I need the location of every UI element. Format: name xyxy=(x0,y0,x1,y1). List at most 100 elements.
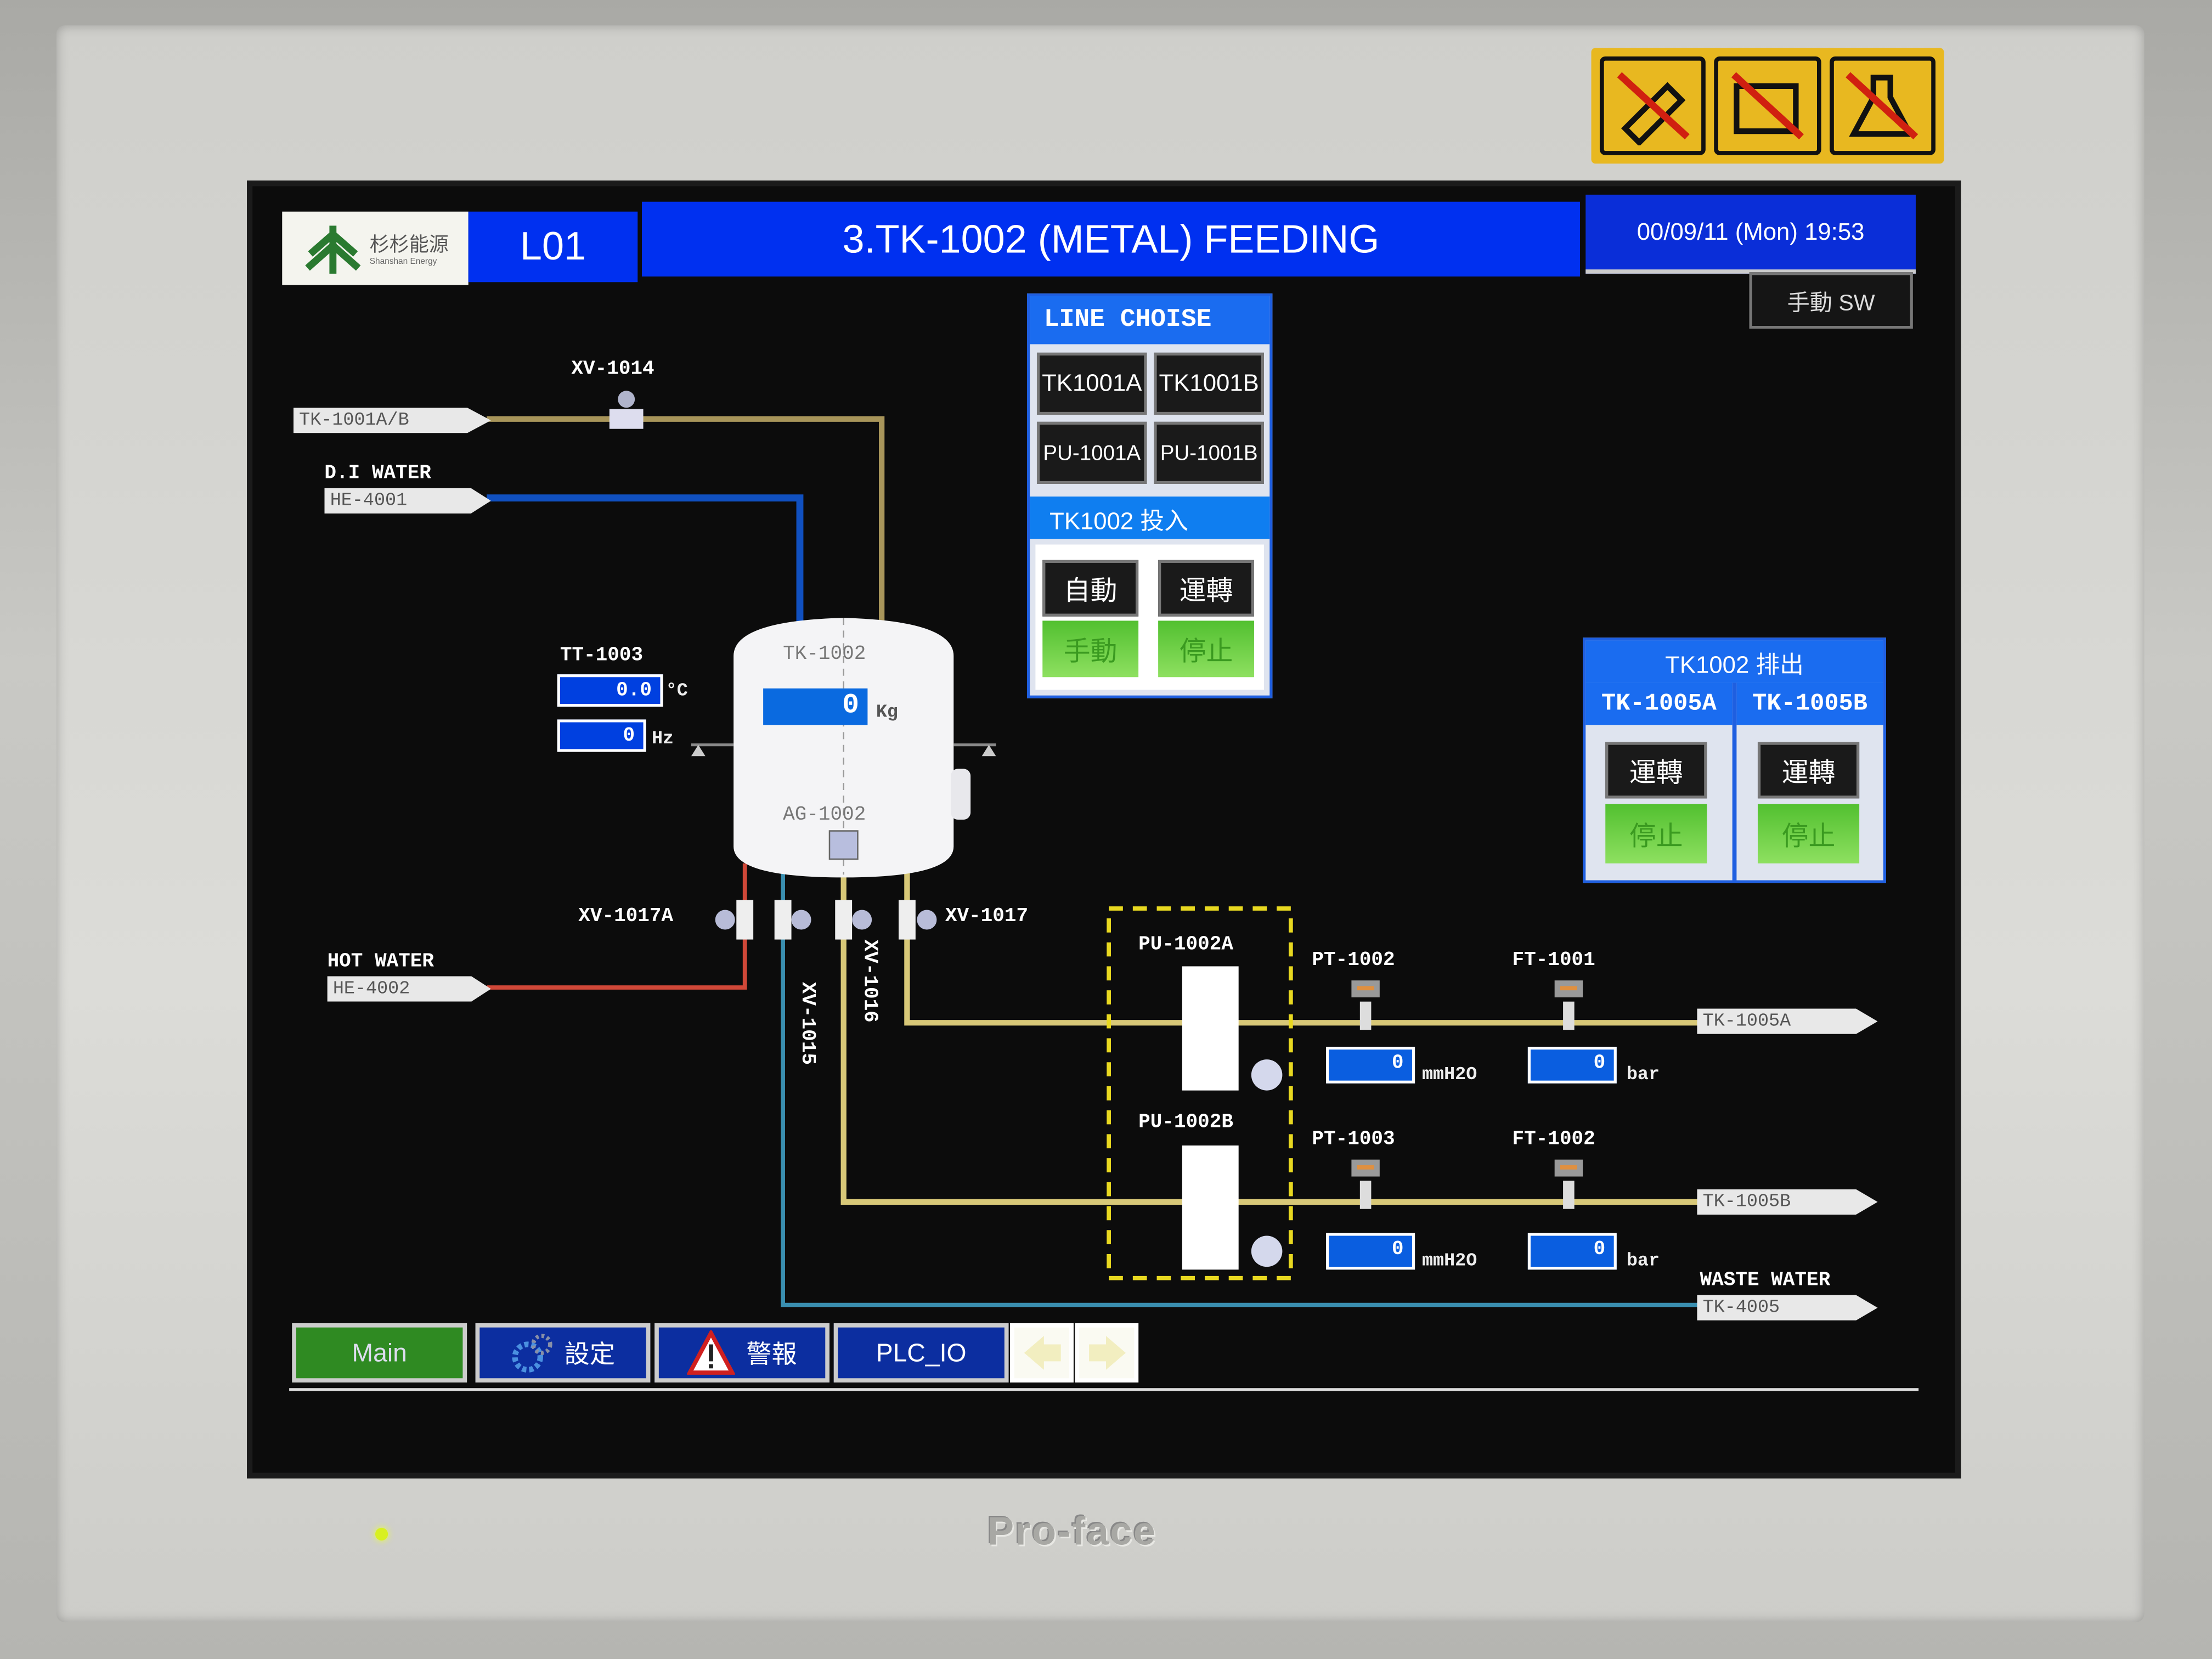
company-logo: 杉杉能源 Shanshan Energy xyxy=(282,211,469,285)
nav-alarm-label: 警報 xyxy=(746,1340,797,1369)
tk1005a-run-button[interactable]: 運轉 xyxy=(1605,742,1707,799)
nav-settings-label: 設定 xyxy=(564,1340,616,1369)
dest-tk1005b-arrow: TK-1005B xyxy=(1697,1189,1878,1215)
no-sharp-object-icon xyxy=(1714,56,1821,155)
logo-text: 杉杉能源 xyxy=(369,233,449,256)
xv1017-label: XV-1017 xyxy=(945,905,1029,928)
tk1005b-run-button[interactable]: 運轉 xyxy=(1757,742,1860,799)
pt1002-display: 0 xyxy=(1326,1046,1415,1084)
source-he4002-arrow: HE-4002 xyxy=(327,976,491,1002)
dest-tk4005-arrow: TK-4005 xyxy=(1697,1295,1878,1321)
feed-panel-title: TK1002 投入 xyxy=(1030,496,1270,539)
manual-mode-button[interactable]: 手動 xyxy=(1042,620,1139,678)
line-choice-panel: LINE CHOISE TK1001A TK1001B PU-1001A PU-… xyxy=(1026,293,1273,698)
temperature-unit: °C xyxy=(665,680,688,701)
brand-logo: Pro-face xyxy=(987,1509,1157,1554)
pt1003-unit: mmH2O xyxy=(1421,1250,1477,1271)
power-led xyxy=(375,1527,388,1541)
line-pu1001a-button[interactable]: PU-1001A xyxy=(1036,421,1147,484)
nav-prev-button[interactable] xyxy=(1010,1323,1074,1383)
ft1001-label: FT-1001 xyxy=(1512,949,1595,972)
valve-xv1014-icon[interactable] xyxy=(609,391,644,429)
dest-tk1005a-arrow: TK-1005A xyxy=(1697,1008,1878,1034)
line-tk1001b-button[interactable]: TK1001B xyxy=(1154,352,1264,415)
discharge-panel-title: TK1002 排出 xyxy=(1585,640,1883,683)
xv1014-label: XV-1014 xyxy=(571,358,654,381)
gear-icon xyxy=(512,1334,552,1373)
pump-group-frame xyxy=(1107,906,1293,1280)
logo-subtext: Shanshan Energy xyxy=(369,258,437,267)
tk1005a-header: TK-1005A xyxy=(1585,682,1733,725)
ft1001-display: 0 xyxy=(1527,1046,1617,1084)
pt1002-label: PT-1002 xyxy=(1312,949,1395,972)
di-water-label: D.I WATER xyxy=(324,462,431,486)
waste-water-label: WASTE WATER xyxy=(1700,1269,1831,1293)
nav-next-button[interactable] xyxy=(1075,1323,1139,1383)
nav-settings-button[interactable]: 設定 xyxy=(475,1323,651,1383)
column-divider xyxy=(1732,682,1737,881)
valve-xv1015-icon[interactable] xyxy=(774,900,811,940)
tk1005a-stop-button[interactable]: 停止 xyxy=(1605,804,1707,864)
ft1002-unit: bar xyxy=(1626,1250,1660,1271)
ft1002-transmitter-icon xyxy=(1554,1159,1583,1209)
feed-run-button[interactable]: 運轉 xyxy=(1158,560,1254,617)
station-id: L01 xyxy=(468,211,638,283)
line-tk1001a-button[interactable]: TK1001A xyxy=(1036,352,1147,415)
nav-main-label: Main xyxy=(352,1338,407,1367)
tt1003-label: TT-1003 xyxy=(560,645,644,668)
source-he4001-arrow: HE-4001 xyxy=(324,488,491,514)
frequency-display: 0 xyxy=(557,719,646,752)
agitator-icon xyxy=(828,830,859,860)
feed-stop-button[interactable]: 停止 xyxy=(1158,620,1254,678)
page-title: 3.TK-1002 (METAL) FEEDING xyxy=(641,201,1580,276)
source-tk1001-arrow: TK-1001A/B xyxy=(293,408,491,433)
xv1017a-label: XV-1017A xyxy=(578,905,674,928)
valve-xv1017a-icon[interactable] xyxy=(715,900,754,940)
pt1002-transmitter-icon xyxy=(1351,980,1380,1030)
agitator-label: AG-1002 xyxy=(783,804,866,827)
discharge-panel: TK1002 排出 TK-1005A TK-1005B 運轉 停止 運轉 停止 xyxy=(1583,637,1886,883)
arrow-right-icon xyxy=(1088,1336,1125,1370)
pu1002a-label: PU-1002A xyxy=(1138,934,1233,957)
pt1003-label: PT-1003 xyxy=(1312,1128,1395,1152)
line-pu1001b-button[interactable]: PU-1001B xyxy=(1154,421,1264,484)
tank-tk1002 xyxy=(691,618,996,878)
nav-alarm-button[interactable]: 警報 xyxy=(654,1323,830,1383)
pt1003-transmitter-icon xyxy=(1351,1159,1380,1209)
auto-mode-button[interactable]: 自動 xyxy=(1042,560,1139,617)
waste-pipe xyxy=(781,863,1700,1307)
pump-pu1002b-icon[interactable] xyxy=(1182,1145,1283,1270)
no-touch-icon xyxy=(1599,56,1706,155)
nav-plc-io-button[interactable]: PLC_IO xyxy=(833,1323,1009,1383)
tank-name: TK-1002 xyxy=(783,643,866,666)
pt1002-unit: mmH2O xyxy=(1421,1063,1477,1085)
ft1001-transmitter-icon xyxy=(1554,980,1583,1030)
valve-xv1017-icon[interactable] xyxy=(898,900,937,940)
no-chemical-icon xyxy=(1829,56,1936,155)
tank-weight-display: 0 xyxy=(763,688,868,725)
manual-sw-button[interactable]: 手動 SW xyxy=(1749,272,1913,329)
hot-water-label: HOT WATER xyxy=(327,951,435,974)
di-water-pipe xyxy=(487,494,804,628)
valve-xv1016-icon[interactable] xyxy=(835,900,872,940)
warning-labels xyxy=(1591,48,1944,164)
line-a-pipe xyxy=(904,863,1700,1026)
ft1002-display: 0 xyxy=(1527,1233,1617,1270)
datetime: 00/09/11 (Mon) 19:53 xyxy=(1585,194,1916,274)
warning-triangle-icon xyxy=(687,1330,735,1375)
temperature-display: 0.0 xyxy=(557,674,663,707)
line-choice-title: LINE CHOISE xyxy=(1030,296,1270,345)
pt1003-display: 0 xyxy=(1326,1233,1415,1270)
tk1005b-stop-button[interactable]: 停止 xyxy=(1757,804,1860,864)
feed-pipe xyxy=(487,416,885,628)
xv1016-label: XV-1016 xyxy=(857,939,881,1023)
xv1015-label: XV-1015 xyxy=(795,981,819,1065)
pu1002b-label: PU-1002B xyxy=(1138,1111,1233,1135)
arrow-left-icon xyxy=(1023,1336,1060,1370)
nav-main-button[interactable]: Main xyxy=(292,1323,467,1383)
line-b-pipe xyxy=(840,863,1700,1205)
pump-pu1002a-icon[interactable] xyxy=(1182,966,1283,1091)
nav-plc-io-label: PLC_IO xyxy=(876,1338,967,1367)
frequency-unit: Hz xyxy=(651,727,674,749)
